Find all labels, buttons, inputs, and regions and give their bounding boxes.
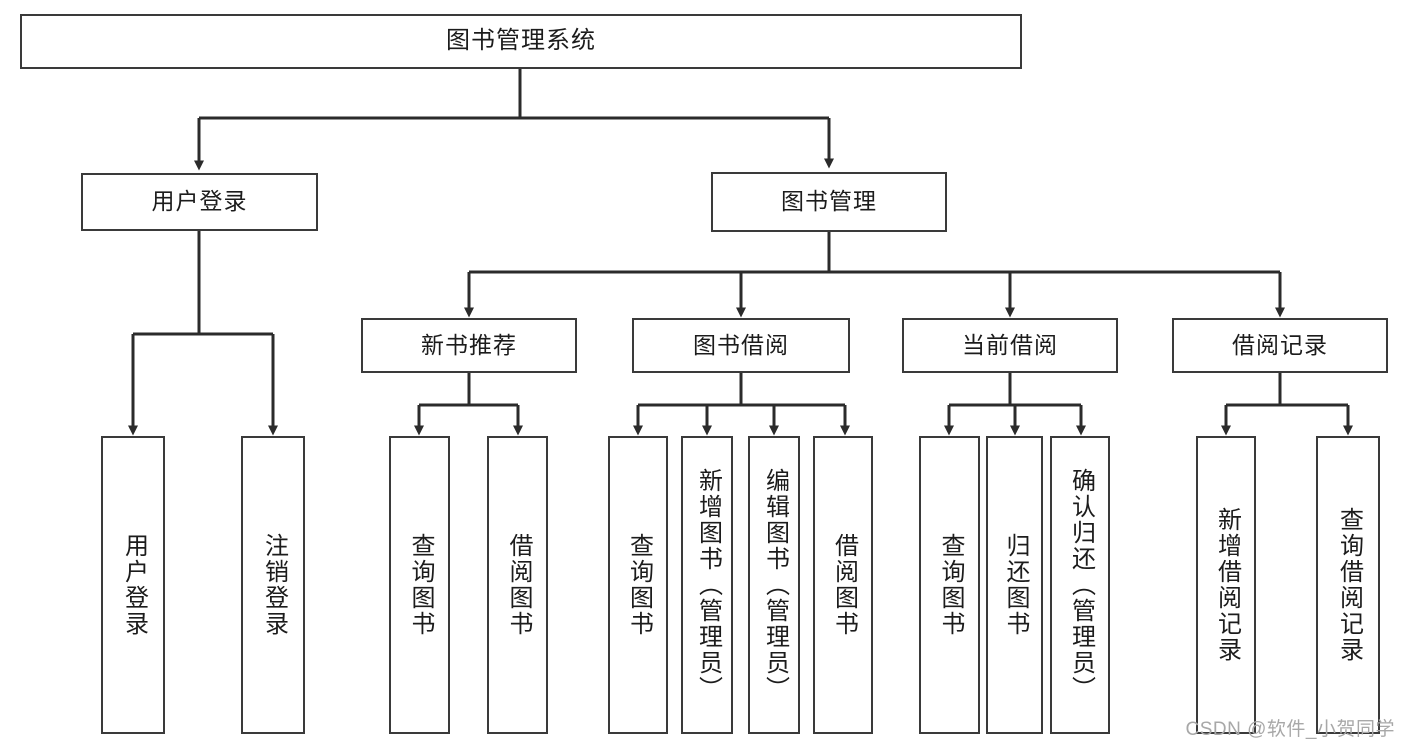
- leaf-label: 查询图书: [625, 533, 653, 637]
- node-label: 用户登录: [151, 188, 248, 215]
- leaf-query-borrow-record[interactable]: 查询借阅记录: [1316, 436, 1380, 734]
- leaf-label: 确认归还（管理员）: [1067, 468, 1095, 702]
- leaf-borrow-book[interactable]: 借阅图书: [813, 436, 873, 734]
- leaf-logout[interactable]: 注销登录: [241, 436, 305, 734]
- leaf-label: 查询借阅记录: [1335, 507, 1363, 663]
- leaf-label: 归还图书: [1001, 533, 1029, 637]
- node-label: 图书管理: [781, 188, 877, 215]
- leaf-borrow-book-recommend[interactable]: 借阅图书: [487, 436, 548, 734]
- leaf-add-borrow-record[interactable]: 新增借阅记录: [1196, 436, 1256, 734]
- leaf-confirm-return-admin[interactable]: 确认归还（管理员）: [1050, 436, 1110, 734]
- node-new-book-recommend[interactable]: 新书推荐: [361, 318, 577, 373]
- leaf-query-book-borrow[interactable]: 查询图书: [608, 436, 668, 734]
- node-label: 借阅记录: [1232, 331, 1328, 358]
- leaf-label: 借阅图书: [504, 533, 532, 637]
- node-user-login[interactable]: 用户登录: [81, 173, 318, 231]
- node-label: 图书借阅: [693, 331, 789, 358]
- leaf-add-book-admin[interactable]: 新增图书（管理员）: [681, 436, 733, 734]
- csdn-watermark: CSDN @软件_小贺同学: [1185, 719, 1395, 740]
- node-current-borrow[interactable]: 当前借阅: [902, 318, 1118, 373]
- leaf-user-login[interactable]: 用户登录: [101, 436, 165, 734]
- node-book-management[interactable]: 图书管理: [711, 172, 947, 232]
- leaf-label: 查询图书: [406, 533, 434, 637]
- node-root-system[interactable]: 图书管理系统: [20, 14, 1022, 69]
- node-book-borrow[interactable]: 图书借阅: [632, 318, 850, 373]
- leaf-return-book[interactable]: 归还图书: [986, 436, 1043, 734]
- node-borrow-record[interactable]: 借阅记录: [1172, 318, 1388, 373]
- node-label: 新书推荐: [421, 331, 517, 358]
- leaf-label: 借阅图书: [830, 533, 858, 637]
- leaf-label: 用户登录: [120, 533, 148, 637]
- leaf-query-book-recommend[interactable]: 查询图书: [389, 436, 450, 734]
- leaf-label: 查询图书: [936, 533, 964, 637]
- leaf-label: 编辑图书（管理员）: [761, 468, 789, 702]
- node-label: 当前借阅: [962, 331, 1058, 358]
- leaf-label: 新增图书（管理员）: [694, 468, 722, 702]
- leaf-query-book-current[interactable]: 查询图书: [919, 436, 980, 734]
- leaf-edit-book-admin[interactable]: 编辑图书（管理员）: [748, 436, 800, 734]
- leaf-label: 注销登录: [260, 533, 288, 637]
- leaf-label: 新增借阅记录: [1213, 507, 1241, 663]
- node-label: 图书管理系统: [446, 27, 596, 55]
